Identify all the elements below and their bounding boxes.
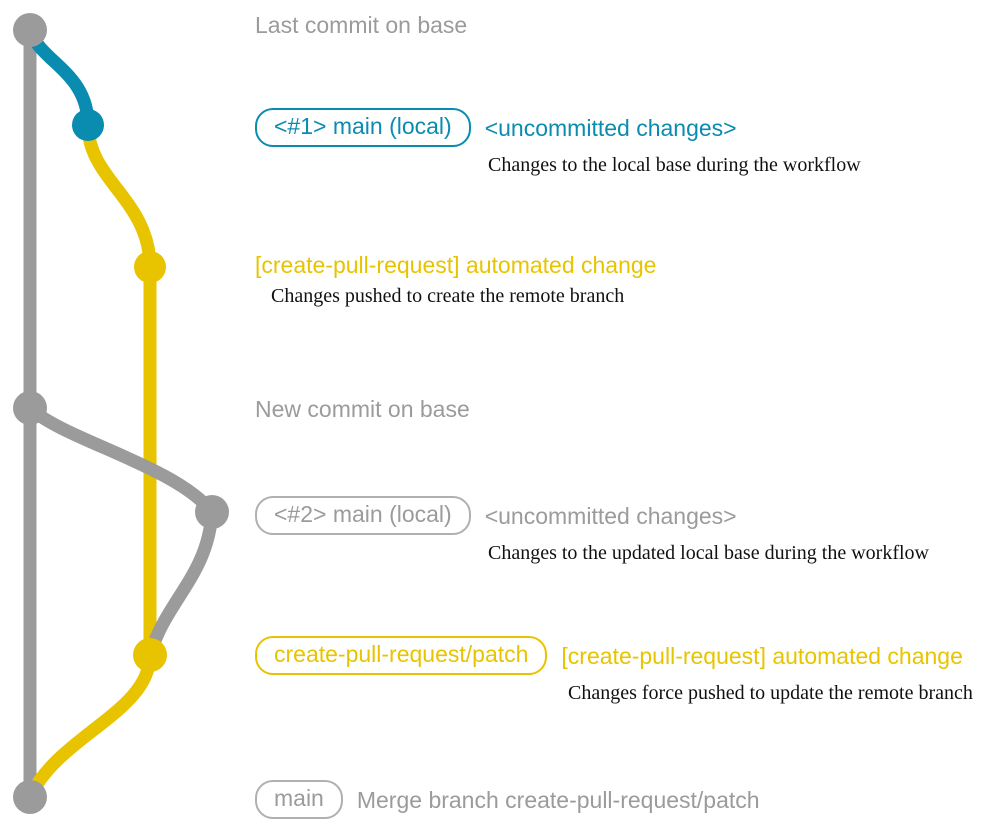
commit-description: Changes pushed to create the remote bran… xyxy=(271,285,625,307)
edge-patch-2-to-merge xyxy=(23,648,157,804)
branch-pill-main[interactable]: main xyxy=(255,780,343,819)
commit-subject: Last commit on base xyxy=(255,12,468,38)
commit-row-last-commit-on-base: Last commit on base xyxy=(255,12,467,38)
commit-node-local-1[interactable] xyxy=(72,109,104,141)
edge-base-to-local-1 xyxy=(23,23,95,132)
commit-subject: <uncommitted changes> xyxy=(484,114,737,141)
commit-subject: [create-pull-request] automated change xyxy=(561,642,963,669)
commit-node-patch-1[interactable] xyxy=(134,251,166,283)
commit-node-merge-commit[interactable] xyxy=(13,780,47,814)
commit-node-base-new[interactable] xyxy=(13,391,47,425)
commit-row-automated-change-1: [create-pull-request] automated change C… xyxy=(255,252,656,307)
row-header: main Merge branch create-pull-request/pa… xyxy=(255,780,760,819)
branch-pill-main-local-2[interactable]: <#2> main (local) xyxy=(255,496,471,535)
commit-subject: <uncommitted changes> xyxy=(484,502,737,529)
edge-local-1-to-patch-1 xyxy=(81,118,157,274)
commit-subject: Merge branch create-pull-request/patch xyxy=(356,786,760,813)
commit-row-merge-commit: main Merge branch create-pull-request/pa… xyxy=(255,780,760,819)
commit-description: Changes to the local base during the wor… xyxy=(488,154,861,176)
commit-subject: New commit on base xyxy=(255,396,470,422)
row-header: <#1> main (local) <uncommitted changes> xyxy=(255,108,737,147)
commit-subject: [create-pull-request] automated change xyxy=(255,252,657,278)
edge-local-2-to-patch-2 xyxy=(143,505,219,662)
row-header: Last commit on base xyxy=(255,12,467,38)
commit-node-local-2[interactable] xyxy=(195,495,229,529)
row-header: create-pull-request/patch [create-pull-r… xyxy=(255,636,963,675)
row-header: New commit on base xyxy=(255,396,470,422)
commit-row-new-commit-on-base: New commit on base xyxy=(255,396,470,422)
commit-node-patch-2[interactable] xyxy=(133,638,167,672)
branch-pill-main-local-1[interactable]: <#1> main (local) xyxy=(255,108,471,147)
commit-row-automated-change-2: create-pull-request/patch [create-pull-r… xyxy=(255,636,973,704)
row-header: [create-pull-request] automated change xyxy=(255,252,656,278)
commit-description: Changes force pushed to update the remot… xyxy=(568,682,973,704)
edge-base-new-to-local-2 xyxy=(23,401,219,519)
commit-node-base-head[interactable] xyxy=(13,13,47,47)
branch-pill-create-pull-request-patch[interactable]: create-pull-request/patch xyxy=(255,636,548,675)
row-header: <#2> main (local) <uncommitted changes> xyxy=(255,496,737,535)
commit-row-local-uncommitted-2: <#2> main (local) <uncommitted changes> … xyxy=(255,496,929,564)
commit-description: Changes to the updated local base during… xyxy=(488,542,929,564)
commit-row-local-uncommitted-1: <#1> main (local) <uncommitted changes> … xyxy=(255,108,861,176)
